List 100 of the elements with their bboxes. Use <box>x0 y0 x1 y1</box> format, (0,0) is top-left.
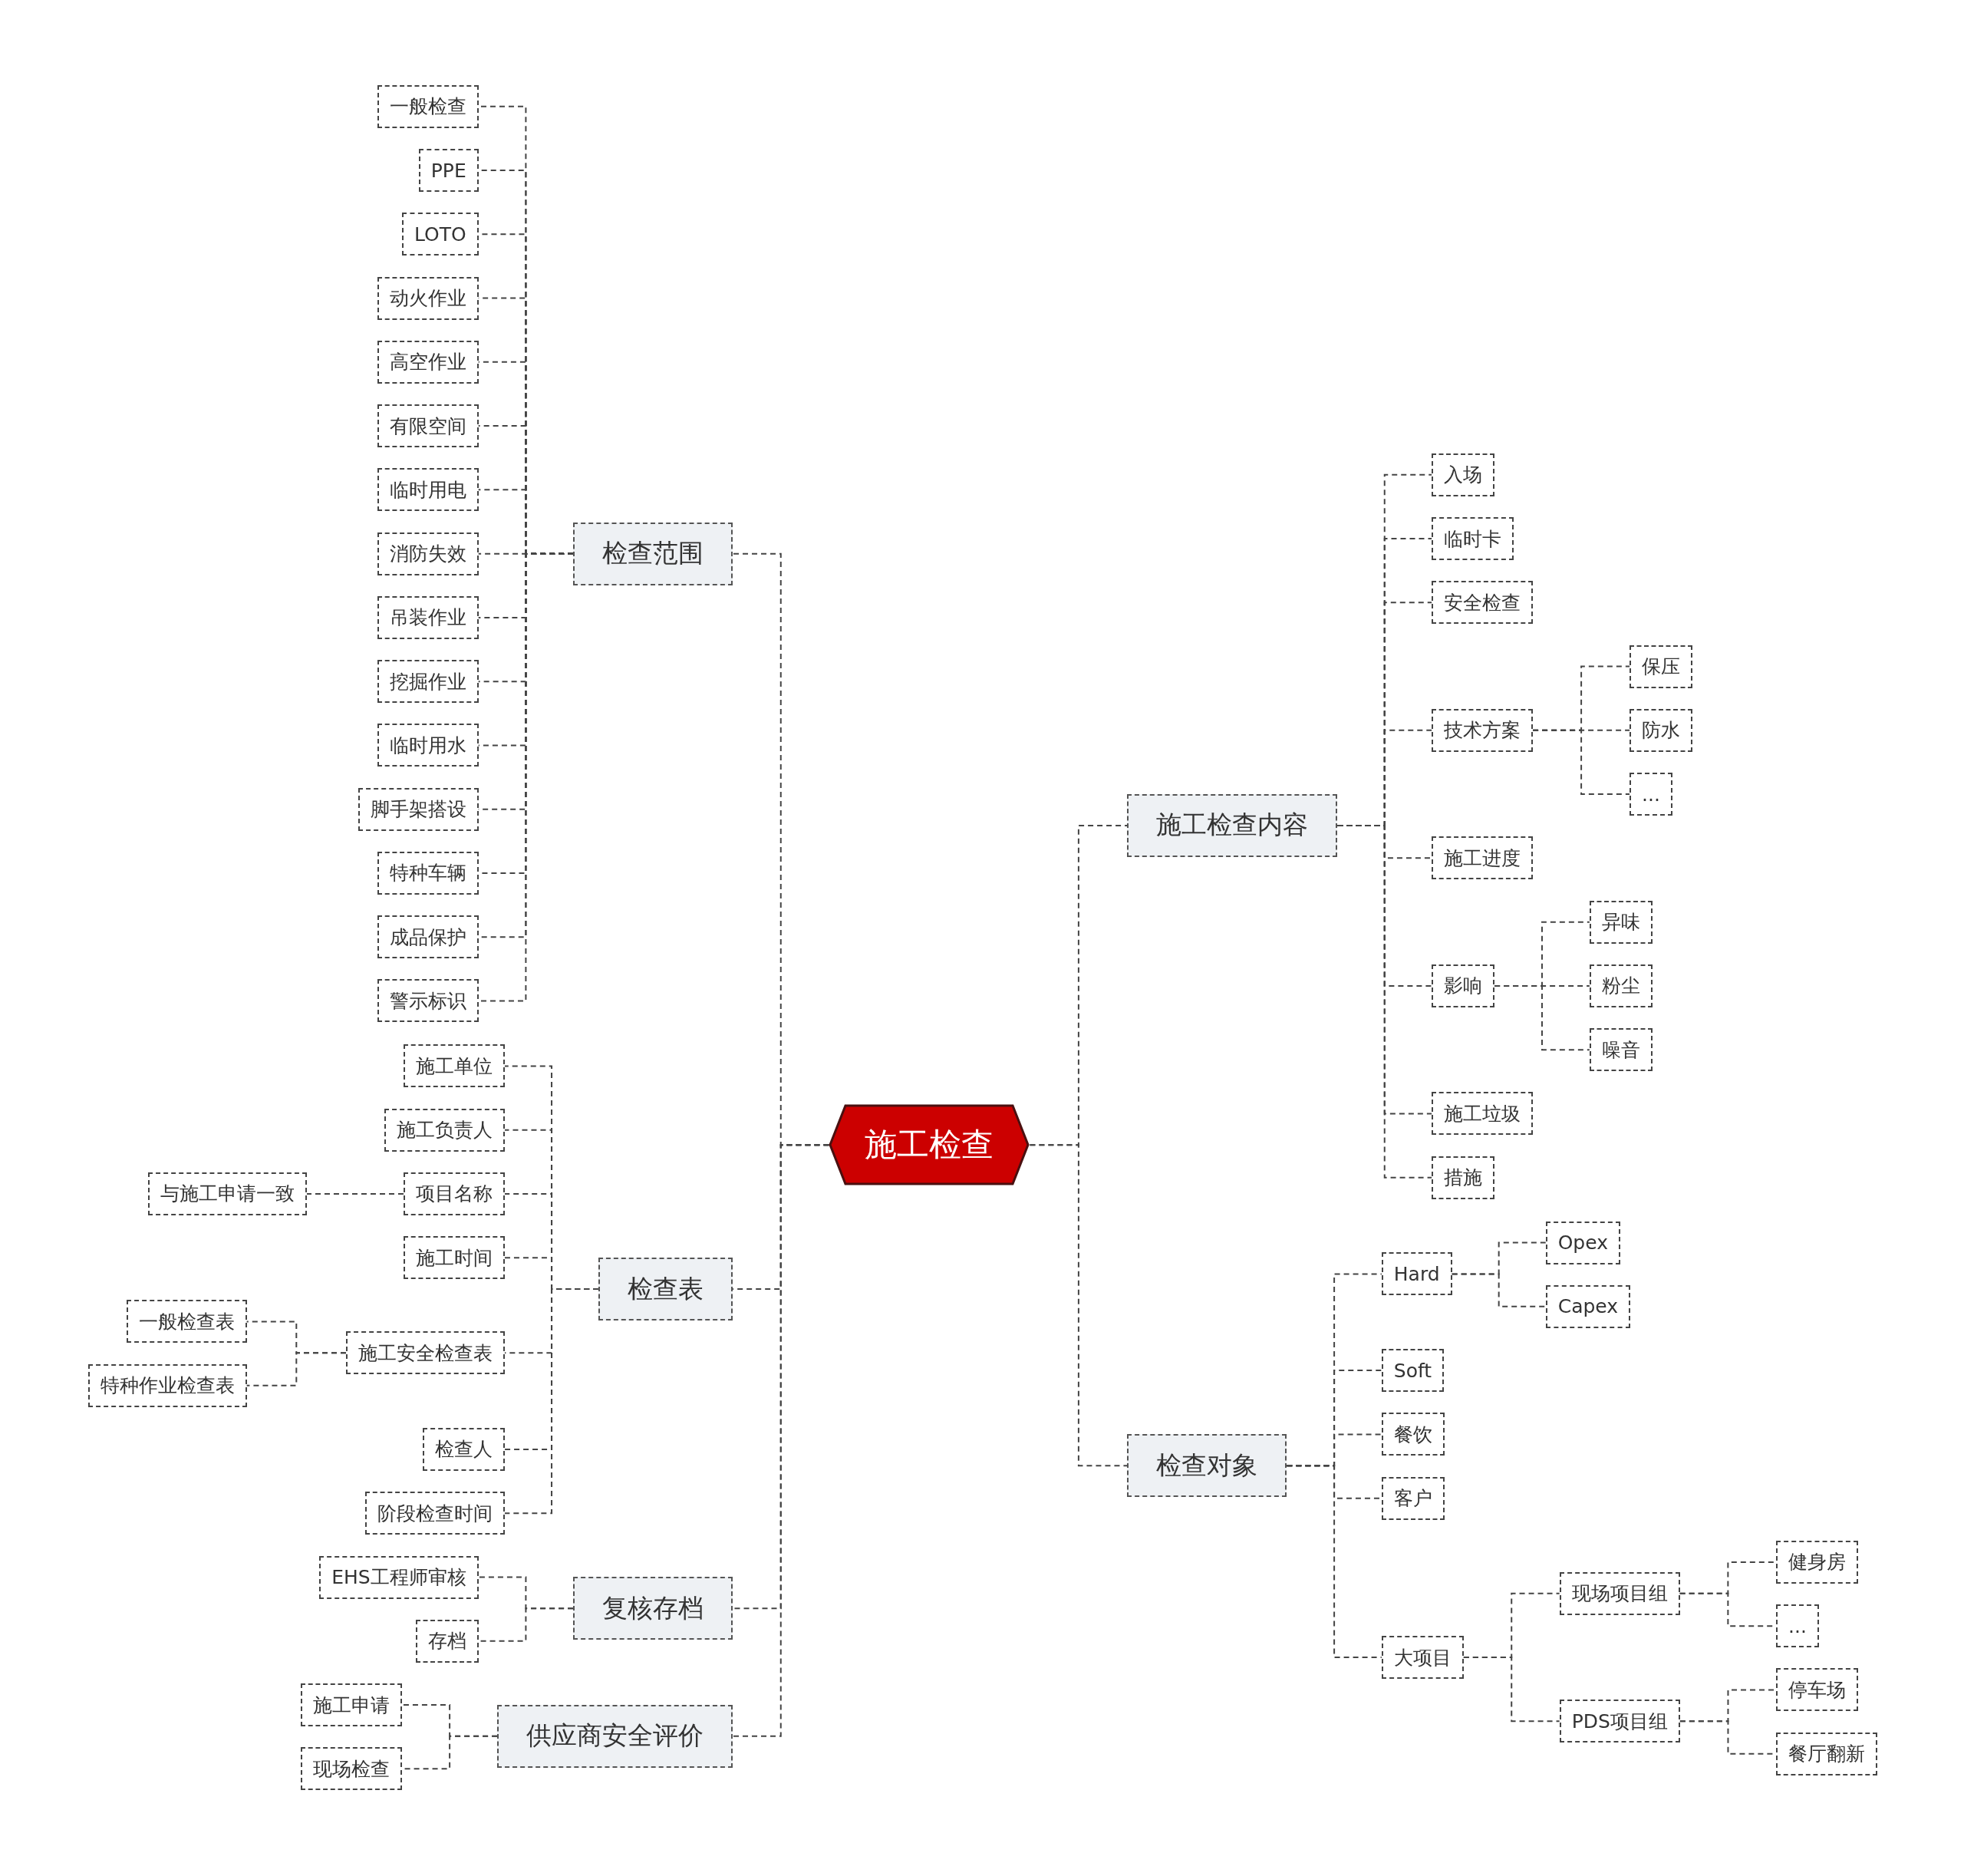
topic-label: 餐厅翻新 <box>1788 1742 1866 1767</box>
connector-line <box>1451 1273 1547 1307</box>
topic-label: 施工检查 <box>865 1125 994 1165</box>
subtopic-box <box>364 1492 505 1535</box>
topic-label: 措施 <box>1444 1165 1483 1191</box>
topic-label: 项目名称 <box>415 1182 493 1207</box>
topic-label: 检查对象 <box>1156 1449 1258 1482</box>
topic-label: 阶段检查时间 <box>377 1501 493 1526</box>
subtopic-box <box>1381 1252 1452 1296</box>
topic-label: 健身房 <box>1788 1550 1847 1575</box>
topic-label: 入场 <box>1444 463 1483 488</box>
topic-label: 影响 <box>1444 974 1483 999</box>
topic-label: 特种车辆 <box>389 861 466 886</box>
topic-label: 特种作业检查表 <box>100 1373 235 1399</box>
topic-label: 一般检查表 <box>138 1309 235 1334</box>
subtopic-box <box>1776 1604 1819 1648</box>
topic-label: 大项目 <box>1393 1645 1452 1670</box>
topic-label: 停车场 <box>1788 1677 1847 1703</box>
subtopic-box <box>418 149 479 193</box>
subtopic-box <box>148 1172 307 1215</box>
subtopic-box <box>422 1427 505 1471</box>
topic-label: 临时卡 <box>1444 526 1502 552</box>
subtopic-box <box>1559 1571 1680 1615</box>
connector-line <box>1029 1144 1129 1467</box>
topic-label: 技术方案 <box>1444 718 1521 743</box>
subtopic-box <box>377 660 479 704</box>
connector-line <box>732 1144 830 1737</box>
subtopic-box <box>415 1619 479 1663</box>
connector-line <box>306 1192 404 1195</box>
connector-line <box>1286 1465 1382 1658</box>
subtopic-box <box>301 1683 403 1727</box>
topic-label: 施工垃圾 <box>1444 1101 1521 1126</box>
subtopic-box <box>301 1747 403 1791</box>
topic-label: PPE <box>430 159 466 182</box>
topic-label: 保压 <box>1642 654 1681 680</box>
branch-topic-box <box>573 522 733 585</box>
topic-label: 检查范围 <box>602 537 704 570</box>
subtopic-box <box>1432 581 1534 625</box>
subtopic-box <box>345 1331 505 1375</box>
subtopic-box <box>384 1108 505 1152</box>
topic-label: 施工申请 <box>313 1693 390 1718</box>
topic-label: 成品保护 <box>389 925 466 950</box>
topic-label: LOTO <box>414 223 466 246</box>
topic-label: 安全检查 <box>1444 590 1521 615</box>
topic-label: 复核存档 <box>602 1591 704 1624</box>
subtopic-box <box>1545 1221 1620 1264</box>
subtopic-box <box>1776 1540 1859 1584</box>
topic-label: 施工时间 <box>415 1245 493 1271</box>
branch-topic-box <box>1127 1434 1287 1498</box>
subtopic-box <box>377 532 479 575</box>
subtopic-box <box>377 595 479 639</box>
topic-label: ... <box>1642 783 1660 806</box>
subtopic-box <box>1432 453 1495 496</box>
subtopic-box <box>377 851 479 895</box>
subtopic-box <box>403 1172 505 1215</box>
topic-label: 施工检查内容 <box>1156 809 1309 842</box>
subtopic-box <box>1589 1028 1653 1072</box>
topic-label: Soft <box>1393 1359 1432 1382</box>
topic-label: EHS工程师审核 <box>331 1565 466 1590</box>
connector-line <box>1462 1657 1560 1723</box>
subtopic-box <box>319 1555 479 1599</box>
topic-label: Capex <box>1557 1295 1619 1318</box>
topic-label: 挖掘作业 <box>389 669 466 694</box>
subtopic-box <box>1545 1284 1631 1328</box>
subtopic-box <box>377 468 479 512</box>
subtopic-box <box>1381 1476 1445 1520</box>
subtopic-box <box>1589 964 1653 1007</box>
topic-label: 客户 <box>1393 1486 1432 1512</box>
connector-line <box>1494 984 1590 1051</box>
topic-label: 有限空间 <box>389 414 466 439</box>
subtopic-box <box>403 1236 505 1280</box>
subtopic-box <box>126 1300 247 1344</box>
subtopic-box <box>1432 1092 1534 1136</box>
subtopic-box <box>403 1044 505 1088</box>
subtopic-box <box>377 84 479 128</box>
topic-label: 一般检查 <box>389 94 466 120</box>
subtopic-box <box>1381 1413 1445 1456</box>
topic-label: 供应商安全评价 <box>526 1719 704 1752</box>
subtopic-box <box>1630 773 1672 816</box>
topic-label: Opex <box>1557 1231 1608 1255</box>
subtopic-box <box>377 276 479 320</box>
subtopic-box <box>377 979 479 1023</box>
topic-label: 吊装作业 <box>389 605 466 631</box>
topic-label: 粉尘 <box>1601 974 1640 999</box>
topic-label: 存档 <box>427 1629 466 1654</box>
topic-label: 施工安全检查表 <box>358 1340 493 1366</box>
topic-label: 餐饮 <box>1393 1422 1432 1447</box>
subtopic-box <box>1381 1636 1464 1679</box>
topic-label: 消防失效 <box>389 542 466 567</box>
topic-label: 脚手架搭设 <box>370 797 466 823</box>
subtopic-box <box>402 213 479 256</box>
topic-label: ... <box>1788 1614 1807 1637</box>
subtopic-box <box>377 724 479 767</box>
subtopic-box <box>377 915 479 959</box>
topic-label: 检查表 <box>628 1272 704 1305</box>
subtopic-box <box>1432 1156 1495 1199</box>
topic-label: 现场项目组 <box>1571 1581 1668 1607</box>
subtopic-box <box>1432 517 1514 561</box>
subtopic-box <box>377 404 479 448</box>
connector-line <box>1532 729 1631 796</box>
